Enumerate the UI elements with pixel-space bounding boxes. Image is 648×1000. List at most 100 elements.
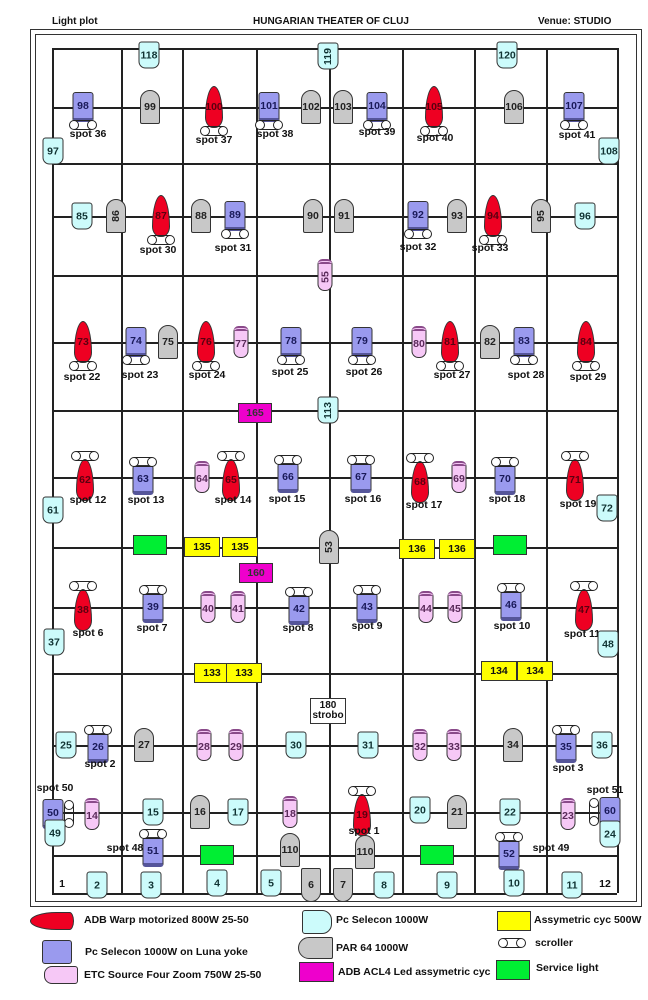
etc-fixture: 45 (447, 591, 463, 623)
pc-fixture: 11 (561, 871, 583, 899)
fixture-number: 31 (362, 739, 374, 751)
par-fixture: 88 (191, 199, 211, 233)
pipe-column (121, 48, 123, 893)
cyc-fixture: 136 (399, 539, 435, 559)
fixture-number: 108 (600, 145, 618, 157)
etc-fixture: 23 (560, 798, 576, 830)
fixture-number: 40 (202, 603, 214, 615)
warp-fixture: 47 (575, 589, 593, 631)
scroller-icon (84, 725, 112, 735)
fixture-number: 52 (503, 847, 515, 860)
par-fixture: 82 (480, 325, 500, 359)
fixture-number: 17 (232, 806, 244, 818)
par-fixture: 21 (447, 795, 467, 829)
fixture-number: 180 (319, 700, 337, 711)
fixture-number: 7 (340, 879, 346, 891)
par-fixture: 93 (447, 199, 467, 233)
legend-service-icon (496, 960, 530, 980)
warp-fixture: 76 (197, 321, 215, 363)
scroller-icon (479, 235, 507, 245)
fixture-number: 51 (147, 844, 159, 857)
fixture-number: 87 (155, 210, 167, 222)
scroller-icon (404, 229, 432, 239)
fixture-number: 10 (508, 877, 520, 889)
warp-fixture: 19 (353, 794, 371, 836)
fixture-number: 74 (130, 334, 142, 347)
spot-label: spot 49 (532, 842, 570, 854)
spot-label: spot 15 (268, 493, 306, 505)
scroller-icon (420, 126, 448, 136)
fixture-number: 61 (47, 504, 59, 516)
fixture-number: 82 (484, 336, 496, 348)
pc-fixture: 48 (597, 630, 619, 658)
warp-fixture: 38 (74, 589, 92, 631)
spot-label: spot 26 (345, 366, 383, 378)
fixture-number: 72 (601, 502, 613, 514)
fixture-number: 73 (77, 336, 89, 348)
spot-label: spot 27 (433, 369, 471, 381)
fixture-number: 92 (412, 208, 424, 221)
legend-pc-label: Pc Selecon 1000W (336, 914, 429, 926)
scroller-icon (217, 451, 245, 461)
luna-fixture: 51 (142, 837, 164, 867)
fixture-number: 33 (448, 741, 460, 753)
spot-label: spot 13 (127, 494, 165, 506)
spot-label: spot 24 (188, 369, 226, 381)
legend-scroller-label: scroller (535, 937, 573, 949)
spot-label: spot 38 (256, 128, 294, 140)
fixture-number: 47 (578, 604, 590, 616)
stage-frame-outer (30, 29, 642, 907)
fixture-number: 135 (231, 541, 249, 553)
etc-fixture: 32 (412, 729, 428, 761)
fixture-number: 41 (232, 603, 244, 615)
luna-fixture: 66 (277, 463, 299, 493)
par-down-fixture: 6 (301, 868, 321, 902)
pc-fixture: 3 (140, 871, 162, 899)
scroller-icon (122, 355, 150, 365)
fixture-number: 4 (214, 877, 220, 889)
spot-label: spot 6 (72, 627, 104, 639)
fixture-number: 23 (562, 810, 574, 822)
scroller-icon (139, 585, 167, 595)
service-light (133, 535, 167, 555)
fixture-number: 70 (499, 472, 511, 485)
pc-fixture: 119 (317, 42, 339, 70)
acl-fixture: 160 (239, 563, 273, 583)
fixture-number: 42 (293, 602, 305, 615)
scroller-icon (552, 725, 580, 735)
pc-fixture: 120 (496, 41, 518, 69)
fixture-number: 71 (569, 474, 581, 486)
scroller-icon (139, 829, 167, 839)
luna-fixture: 92 (407, 201, 429, 231)
fixture-number: 97 (47, 145, 59, 157)
warp-fixture: 71 (566, 459, 584, 501)
fixture-number: 25 (60, 739, 72, 751)
luna-fixture: 70 (494, 465, 516, 495)
warp-fixture: 87 (152, 195, 170, 237)
etc-fixture: 41 (230, 591, 246, 623)
fixture-number: 107 (565, 99, 583, 112)
fixture-number: 98 (77, 99, 89, 112)
scroller-icon (491, 457, 519, 467)
warp-fixture: 105 (425, 86, 443, 128)
legend-scroller-icon (498, 938, 526, 948)
luna-fixture: 74 (125, 327, 147, 357)
fixture-number: 105 (425, 101, 443, 113)
spot-label: spot 12 (69, 494, 107, 506)
scroller-icon (274, 455, 302, 465)
pc-fixture: 15 (142, 798, 164, 826)
fixture-number: 22 (504, 806, 516, 818)
cyc-fixture: 135 (184, 537, 220, 557)
fixture-number: 50 (47, 806, 59, 819)
pc-fixture: 10 (503, 869, 525, 897)
pc-fixture: 118 (138, 41, 160, 69)
pc-fixture: 72 (596, 494, 618, 522)
par-fixture: 110 (280, 833, 300, 867)
fixture-number: 90 (307, 210, 319, 222)
par-fixture: 102 (301, 90, 321, 124)
pc-fixture: 96 (574, 202, 596, 230)
scroller-icon (64, 800, 74, 828)
fixture-number: 15 (147, 806, 159, 818)
cyc-fixture: 134 (517, 661, 553, 681)
fixture-number: 30 (290, 739, 302, 751)
